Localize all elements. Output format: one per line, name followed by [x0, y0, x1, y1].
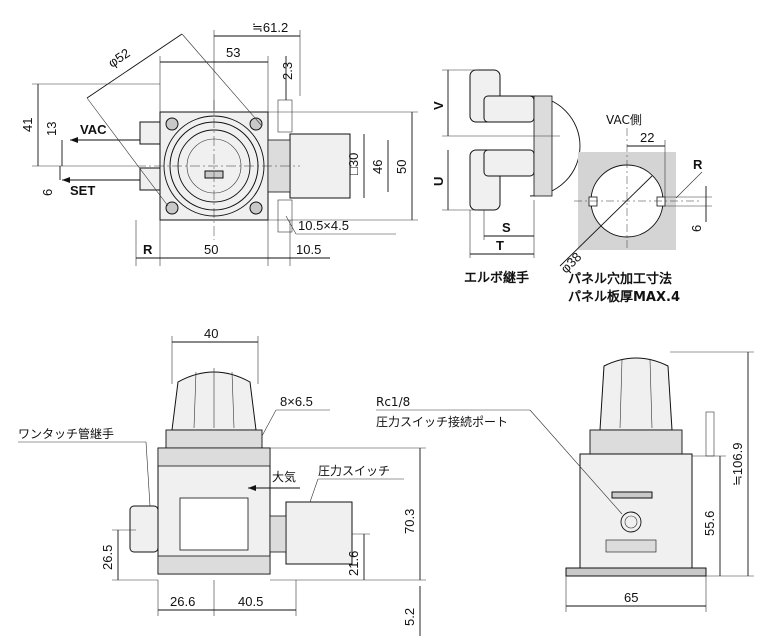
port-hole: [620, 511, 642, 533]
dim-R: R: [143, 242, 153, 257]
dim-13: 13: [44, 122, 59, 136]
one-touch-fitting: [129, 505, 159, 553]
vac-side-label: VAC側: [606, 113, 642, 127]
front-view: 40 8×6.5 ワンタッチ管継手 大気 圧力スイッチ 70.3 21.6 26…: [18, 326, 426, 636]
lower-bracket: [277, 199, 293, 233]
vac-fitting: [139, 121, 161, 145]
knob-rib: [619, 359, 623, 429]
set-label: SET: [70, 183, 95, 198]
front-body-top: [157, 447, 271, 467]
dim-6: 6: [40, 189, 55, 196]
corner-screw: [165, 201, 179, 215]
elbow-caption: エルボ継手: [464, 270, 529, 286]
serial-plate: [605, 539, 657, 553]
ext-line: [181, 33, 263, 127]
dim-V: V: [431, 101, 446, 110]
dim-50v: 50: [394, 160, 409, 174]
dim-40-5: 40.5: [238, 594, 263, 609]
switch-port: [269, 515, 287, 553]
dim-70-3: 70.3: [402, 509, 417, 534]
r-leader: [675, 171, 703, 199]
dim-slot: 10.5×4.5: [298, 218, 349, 233]
set-arrowhead: [62, 177, 70, 183]
dim-41: 41: [20, 118, 35, 132]
upper-bracket: [277, 99, 293, 133]
label-leader: [309, 478, 319, 503]
dim-46: 46: [370, 160, 385, 174]
dim-26-6: 26.6: [170, 594, 195, 609]
elbow-lower-bend: [483, 149, 535, 177]
dim-26-5: 26.5: [100, 545, 115, 570]
port-leader: [529, 409, 623, 515]
key-notch-left: [588, 196, 598, 207]
dim-55-6: 55.6: [702, 511, 717, 536]
front-window: [179, 497, 249, 551]
dim-phi52: φ52: [105, 45, 132, 70]
label-leader: [145, 441, 151, 507]
ext-line: [86, 97, 169, 207]
dim-21-6: 21.6: [346, 551, 361, 576]
front-body-base: [157, 555, 271, 575]
dim-22: 22: [640, 130, 654, 145]
dim-R-panel: R: [693, 157, 703, 172]
port-size-label: Rc1/8: [376, 395, 410, 409]
dim-106-9: ≒106.9: [730, 443, 745, 486]
side-collar: [589, 429, 683, 455]
elbow-view: V U S T エルボ継手: [431, 69, 581, 286]
dim-U: U: [431, 177, 446, 186]
port-name-label: 圧力スイッチ接続ポート: [376, 414, 508, 429]
slot-leader: [285, 215, 297, 235]
vac-arrowhead: [70, 137, 78, 143]
side-base-plate: [565, 567, 707, 577]
brand-plate: [611, 491, 653, 499]
dim-sq30: □30: [346, 153, 361, 175]
front-pressure-switch: [285, 501, 353, 565]
knob-rib: [649, 359, 653, 429]
corner-screw: [249, 117, 263, 131]
set-fitting: [139, 167, 161, 191]
elbow-upper-bend: [483, 95, 535, 123]
dim-65: 65: [624, 590, 638, 605]
pressure-switch-label: 圧力スイッチ: [318, 464, 390, 478]
dim-T: T: [496, 238, 504, 253]
port-hole-inner: [624, 515, 638, 529]
side-bracket: [705, 411, 715, 457]
side-view: Rc1/8 圧力スイッチ接続ポート ≒106.9 55.6 65: [376, 351, 754, 612]
slot-leader: [261, 409, 277, 437]
dim-10-5: 10.5: [296, 242, 321, 257]
dim-5-2: 5.2: [402, 608, 417, 626]
panel-view: VAC側 22 R 6 φ38 パネル穴加工寸法 パネル板厚MAX.4: [558, 113, 712, 305]
corner-screw: [249, 201, 263, 215]
top-view: ≒61.2 53 2.3 φ52 41 13 VAC SET 6: [20, 20, 418, 266]
knob-rib: [231, 371, 235, 429]
phi38-line: [559, 175, 653, 267]
side-knob: [599, 357, 673, 431]
knob-rib: [193, 371, 197, 429]
dim-line: [86, 33, 183, 99]
exhaust-label: 大気: [272, 469, 296, 484]
front-collar: [165, 429, 263, 449]
exhaust-arrowhead: [248, 485, 256, 491]
dim-2-3: 2.3: [280, 62, 295, 80]
regulator-edge: [533, 95, 553, 197]
dim-6-panel: 6: [689, 225, 704, 232]
panel-caption-1: パネル穴加工寸法: [568, 271, 672, 287]
dim-S: S: [502, 220, 511, 235]
dim-61-2: ≒61.2: [252, 20, 288, 35]
panel-caption-2: パネル板厚MAX.4: [568, 289, 680, 305]
vac-label: VAC: [80, 122, 107, 137]
dim-50h: 50: [204, 242, 218, 257]
dim-53: 53: [226, 45, 240, 60]
key-notch-right: [656, 196, 666, 207]
dim-40: 40: [204, 326, 218, 341]
dim-8x6-5: 8×6.5: [280, 394, 313, 409]
corner-screw: [165, 117, 179, 131]
one-touch-label: ワンタッチ管継手: [18, 426, 114, 441]
